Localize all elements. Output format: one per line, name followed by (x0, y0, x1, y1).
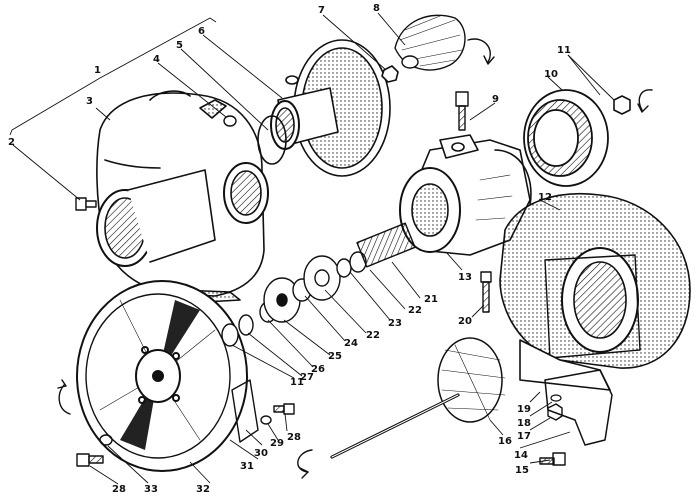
o-ring-part (223, 115, 237, 127)
callout-10: 10 (544, 69, 558, 80)
flange-gasket-part (544, 369, 613, 446)
callout-13: 13 (458, 272, 472, 283)
shaft-spacer-stack-part (221, 222, 416, 347)
hub-plate-part (231, 379, 259, 443)
turbine-wheel-shaft-part (330, 337, 506, 459)
callout-8: 8 (373, 3, 380, 14)
bolt-28-part (76, 453, 104, 467)
callout-26: 26 (311, 364, 325, 375)
callout-30: 30 (254, 448, 268, 459)
leader-lines (9, 12, 615, 485)
bearing-housing-part (399, 134, 532, 256)
drive-pulley-part (76, 280, 248, 472)
callout-21: 21 (424, 294, 438, 305)
washer-18-part (550, 394, 562, 402)
sleeve-ring-part (257, 115, 287, 165)
callout-1: 1 (94, 65, 101, 76)
callout-20: 20 (458, 316, 472, 327)
callout-2: 2 (8, 137, 15, 148)
oil-fitting-part (455, 91, 469, 131)
callout-28a: 28 (112, 484, 126, 495)
callout-29: 29 (270, 438, 284, 449)
callout-14: 14 (514, 450, 528, 461)
washer-33-part (99, 434, 113, 446)
callout-11b: 11 (290, 377, 304, 388)
callout-24: 24 (344, 338, 358, 349)
compressor-housing-part (96, 90, 269, 303)
nut-17-part (547, 403, 563, 421)
bolt-20-part (480, 271, 492, 313)
heat-shield-ring-part (523, 89, 609, 187)
washer-29-part (260, 415, 272, 425)
callout-18: 18 (517, 418, 531, 429)
turbine-housing-part (499, 192, 691, 391)
callout-15: 15 (515, 465, 529, 476)
callout-23: 23 (388, 318, 402, 329)
callout-11a: 11 (557, 45, 571, 56)
callout-6: 6 (198, 26, 205, 37)
callout-33: 33 (144, 484, 158, 495)
callout-22a: 22 (408, 305, 422, 316)
callout-27: 27 (300, 372, 314, 383)
callout-12: 12 (538, 192, 552, 203)
callout-7: 7 (318, 5, 325, 16)
callout-5: 5 (176, 40, 183, 51)
callout-32: 32 (196, 484, 210, 495)
callout-4: 4 (153, 54, 160, 65)
bolt-15-part (539, 452, 566, 466)
callout-25: 25 (328, 351, 342, 362)
callout-28b: 28 (287, 432, 301, 443)
compressor-wheel-part (381, 14, 466, 83)
callout-16: 16 (498, 436, 512, 447)
callout-9: 9 (492, 94, 499, 105)
callout-labels: 1 2 3 4 5 6 7 8 9 10 11 12 13 14 15 16 1… (8, 3, 571, 495)
callout-31: 31 (240, 461, 254, 472)
callout-17: 17 (517, 431, 531, 442)
callout-3: 3 (86, 96, 93, 107)
bolt-28b-part (273, 403, 295, 415)
nut-part (613, 95, 631, 115)
callout-22b: 22 (366, 330, 380, 341)
diffuser-plate-part (270, 39, 391, 177)
bolt-2-part (75, 197, 97, 211)
rotation-arrows (57, 38, 653, 479)
callout-19: 19 (517, 404, 531, 415)
